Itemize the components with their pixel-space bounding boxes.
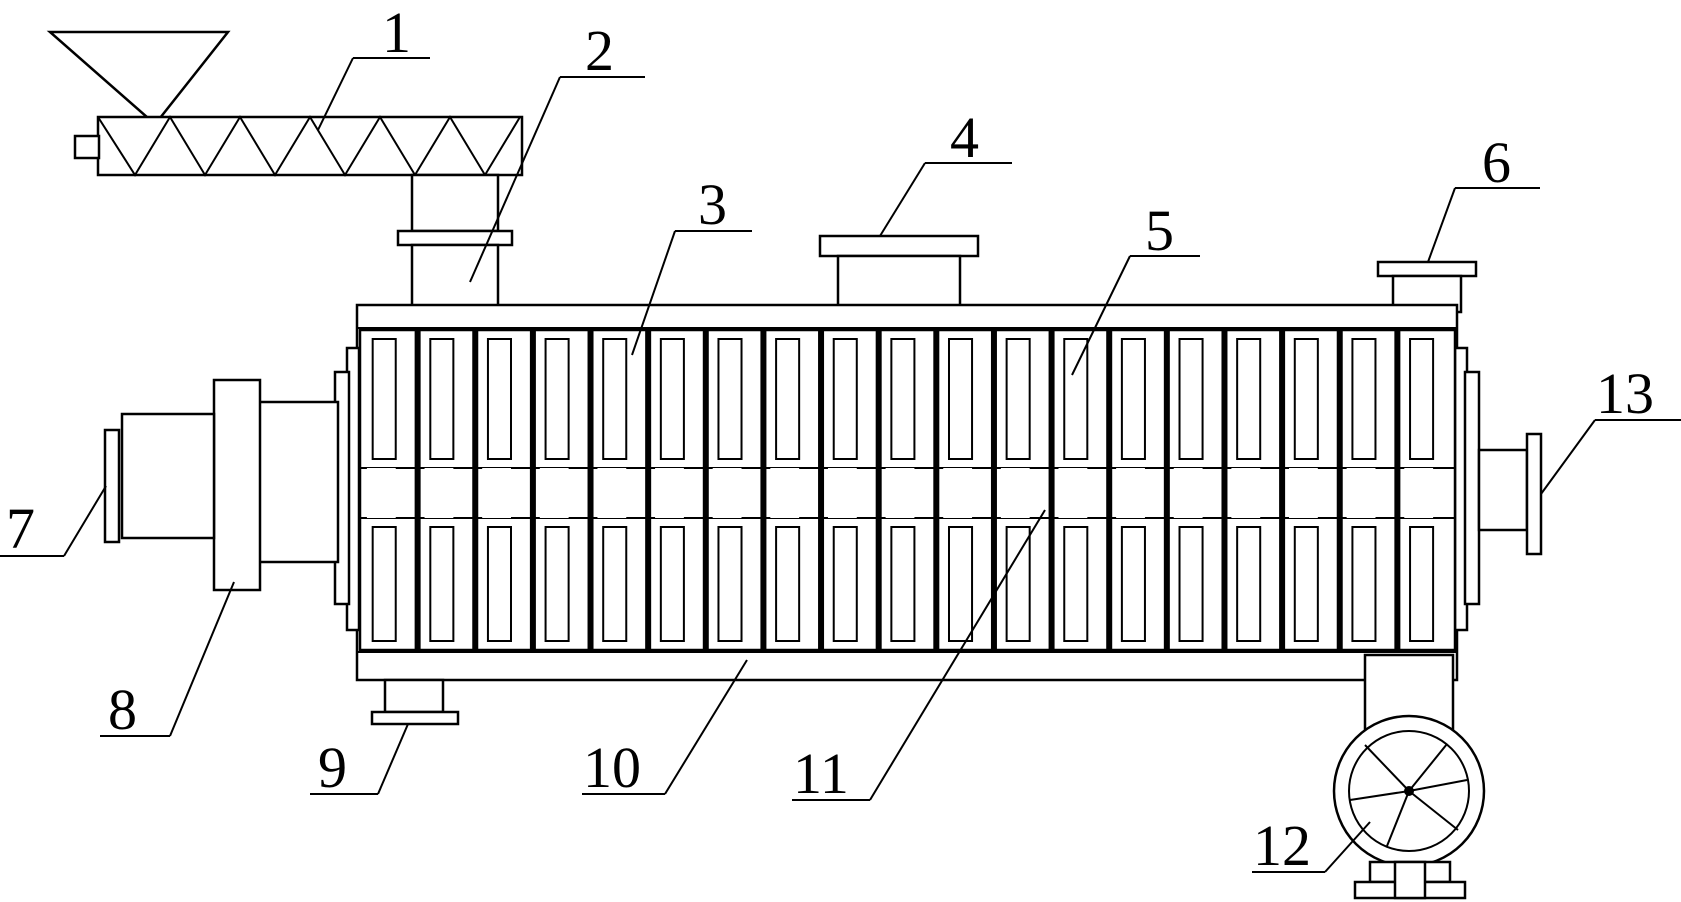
paddle-blade xyxy=(775,526,801,642)
paddle-divider xyxy=(1336,330,1343,650)
paddle-blade xyxy=(371,526,397,642)
paddle-blade xyxy=(602,338,628,460)
paddle-blade xyxy=(890,338,916,460)
paddle-divider xyxy=(587,330,594,650)
paddle-blade xyxy=(1293,526,1319,642)
paddle-blade xyxy=(486,526,512,642)
label-12: 12 xyxy=(1253,813,1311,878)
shaft-hub xyxy=(1000,468,1030,518)
shaft-hub xyxy=(1173,468,1203,518)
shaft-hub xyxy=(827,468,857,518)
paddle-divider xyxy=(1394,330,1401,650)
shaft-hub xyxy=(539,468,569,518)
shaft-hub xyxy=(366,468,396,518)
label-5: 5 xyxy=(1145,198,1174,263)
leader-lines xyxy=(0,57,1681,873)
label-8: 8 xyxy=(108,677,137,742)
paddle-divider xyxy=(760,330,767,650)
paddle-divider xyxy=(1221,330,1228,650)
paddle-blade xyxy=(1409,526,1435,642)
paddle-blade xyxy=(717,338,743,460)
label-11: 11 xyxy=(793,741,849,806)
paddle-blade xyxy=(1351,526,1377,642)
shaft-hub xyxy=(1289,468,1318,518)
paddle-blade xyxy=(429,526,455,642)
shaft-hub xyxy=(482,468,511,518)
shaft-hub xyxy=(597,468,627,518)
paddle-divider xyxy=(1106,330,1113,650)
label-2: 2 xyxy=(585,18,614,83)
shaft-hub xyxy=(655,468,684,518)
shaft-hub xyxy=(943,468,973,518)
paddle-divider xyxy=(933,330,940,650)
paddle-divider xyxy=(875,330,882,650)
shaft-hub xyxy=(885,468,915,518)
paddle-blade xyxy=(717,526,743,642)
paddle-blade xyxy=(1120,526,1146,642)
feed-hopper xyxy=(46,30,231,120)
paddle-divider xyxy=(818,330,825,650)
paddle-blade xyxy=(947,526,974,642)
paddle-divider xyxy=(1048,330,1055,650)
paddle-blade xyxy=(1178,338,1204,460)
paddle-divider xyxy=(990,330,997,650)
label-7: 7 xyxy=(6,496,35,561)
bottom-inlet-nozzle xyxy=(370,678,460,726)
paddle-divider xyxy=(529,330,536,650)
paddle-blade xyxy=(1409,338,1435,460)
shaft-hub xyxy=(1116,468,1145,518)
paddle-blade xyxy=(947,338,974,460)
paddle-blade xyxy=(1063,338,1089,460)
paddle-blade xyxy=(659,338,685,460)
rotary-discharge-valve xyxy=(1332,653,1486,900)
label-6: 6 xyxy=(1482,130,1511,195)
label-4: 4 xyxy=(950,105,979,170)
paddle-blade xyxy=(544,526,570,642)
paddle-blades xyxy=(366,330,1435,650)
paddle-divider xyxy=(702,330,709,650)
shaft-hub xyxy=(1058,468,1088,518)
paddle-blade xyxy=(371,338,397,460)
paddle-blade xyxy=(1236,338,1262,460)
paddle-blade xyxy=(1351,338,1377,460)
paddle-divider xyxy=(472,330,479,650)
paddle-blade xyxy=(1063,526,1089,642)
paddle-blade xyxy=(486,338,512,460)
paddle-blade xyxy=(429,338,455,460)
shaft-hub xyxy=(1231,468,1261,518)
paddle-divider xyxy=(1279,330,1286,650)
paddle-blade xyxy=(890,526,916,642)
shaft-hub xyxy=(712,468,742,518)
paddle-blade xyxy=(832,526,858,642)
shaft-hub xyxy=(424,468,454,518)
drive-shaft-left xyxy=(103,378,340,592)
label-9: 9 xyxy=(318,735,347,800)
paddle-blade xyxy=(775,338,801,460)
paddle-blade xyxy=(1005,338,1031,460)
paddle-blade xyxy=(1120,338,1146,460)
paddle-blade xyxy=(832,338,858,460)
paddle-divider xyxy=(414,330,421,650)
drive-shaft-right xyxy=(1477,432,1543,556)
paddle-divider xyxy=(645,330,652,650)
paddle-blade xyxy=(1236,526,1262,642)
screw-conveyor xyxy=(73,115,524,177)
label-1: 1 xyxy=(382,0,411,65)
shaft-hub xyxy=(1404,468,1434,518)
label-13: 13 xyxy=(1596,361,1654,426)
paddle-blade xyxy=(544,338,570,460)
paddle-blade xyxy=(1178,526,1204,642)
paddle-blade xyxy=(1293,338,1319,460)
shaft-hub xyxy=(770,468,800,518)
paddle-blade xyxy=(1005,526,1031,642)
label-3: 3 xyxy=(698,172,727,237)
paddle-blade xyxy=(659,526,685,642)
paddle-blade xyxy=(602,526,628,642)
shaft-hub xyxy=(1346,468,1376,518)
label-10: 10 xyxy=(583,735,641,800)
paddle-divider xyxy=(1163,330,1170,650)
